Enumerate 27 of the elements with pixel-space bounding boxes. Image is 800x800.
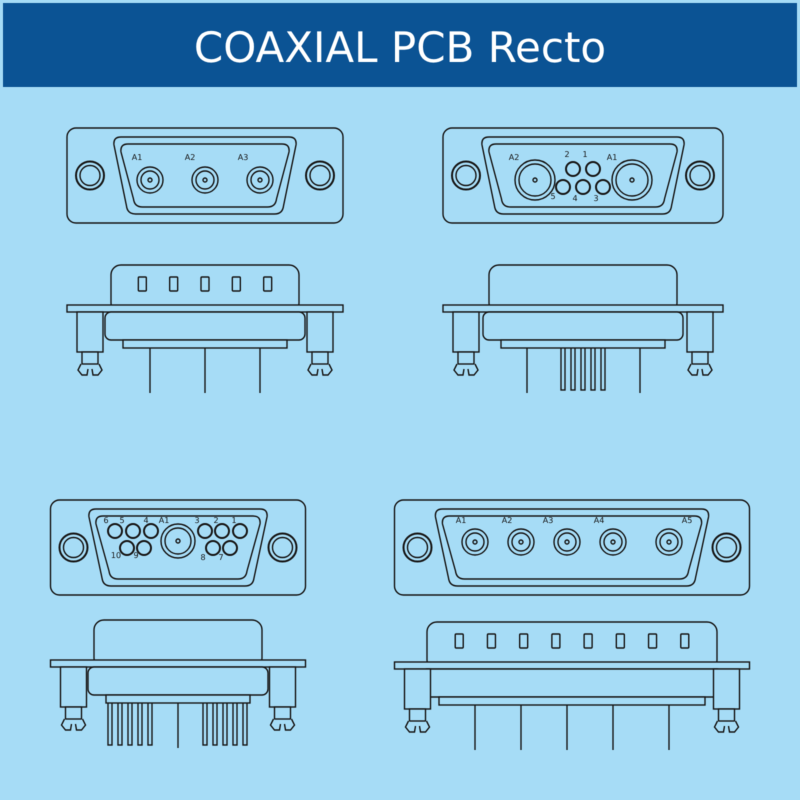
pin-label: 5 <box>119 516 125 525</box>
pin-label: 6 <box>103 516 109 525</box>
pin-label: 1 <box>231 516 237 525</box>
pin-label: 1 <box>582 150 588 159</box>
pin-label: 4 <box>143 516 149 525</box>
pin-label: 5 <box>550 192 556 201</box>
pin-label: A1 <box>456 516 466 525</box>
pin-label: 8 <box>200 553 206 562</box>
pin-label: A1 <box>158 516 170 525</box>
pin-label: 7 <box>218 553 224 562</box>
pin-label: A2 <box>184 153 196 162</box>
pin-label: A5 <box>682 516 692 525</box>
pin-label: A2 <box>508 153 520 162</box>
pin-label: A3 <box>542 516 554 525</box>
pin-label: 10 <box>110 551 122 560</box>
pin-label: 2 <box>564 150 570 159</box>
pin-label: 3 <box>194 516 200 525</box>
pin-label: A4 <box>594 516 604 525</box>
pin-label: A1 <box>606 153 618 162</box>
pin-label: 4 <box>572 194 578 203</box>
pin-label: A3 <box>238 153 248 162</box>
pin-label: A1 <box>132 153 142 162</box>
pin-label: 2 <box>213 516 219 525</box>
title: COAXIAL PCB Recto <box>0 0 800 90</box>
pin-label: 9 <box>133 551 139 560</box>
pin-label: 3 <box>593 194 599 203</box>
pin-label: A2 <box>502 516 512 525</box>
